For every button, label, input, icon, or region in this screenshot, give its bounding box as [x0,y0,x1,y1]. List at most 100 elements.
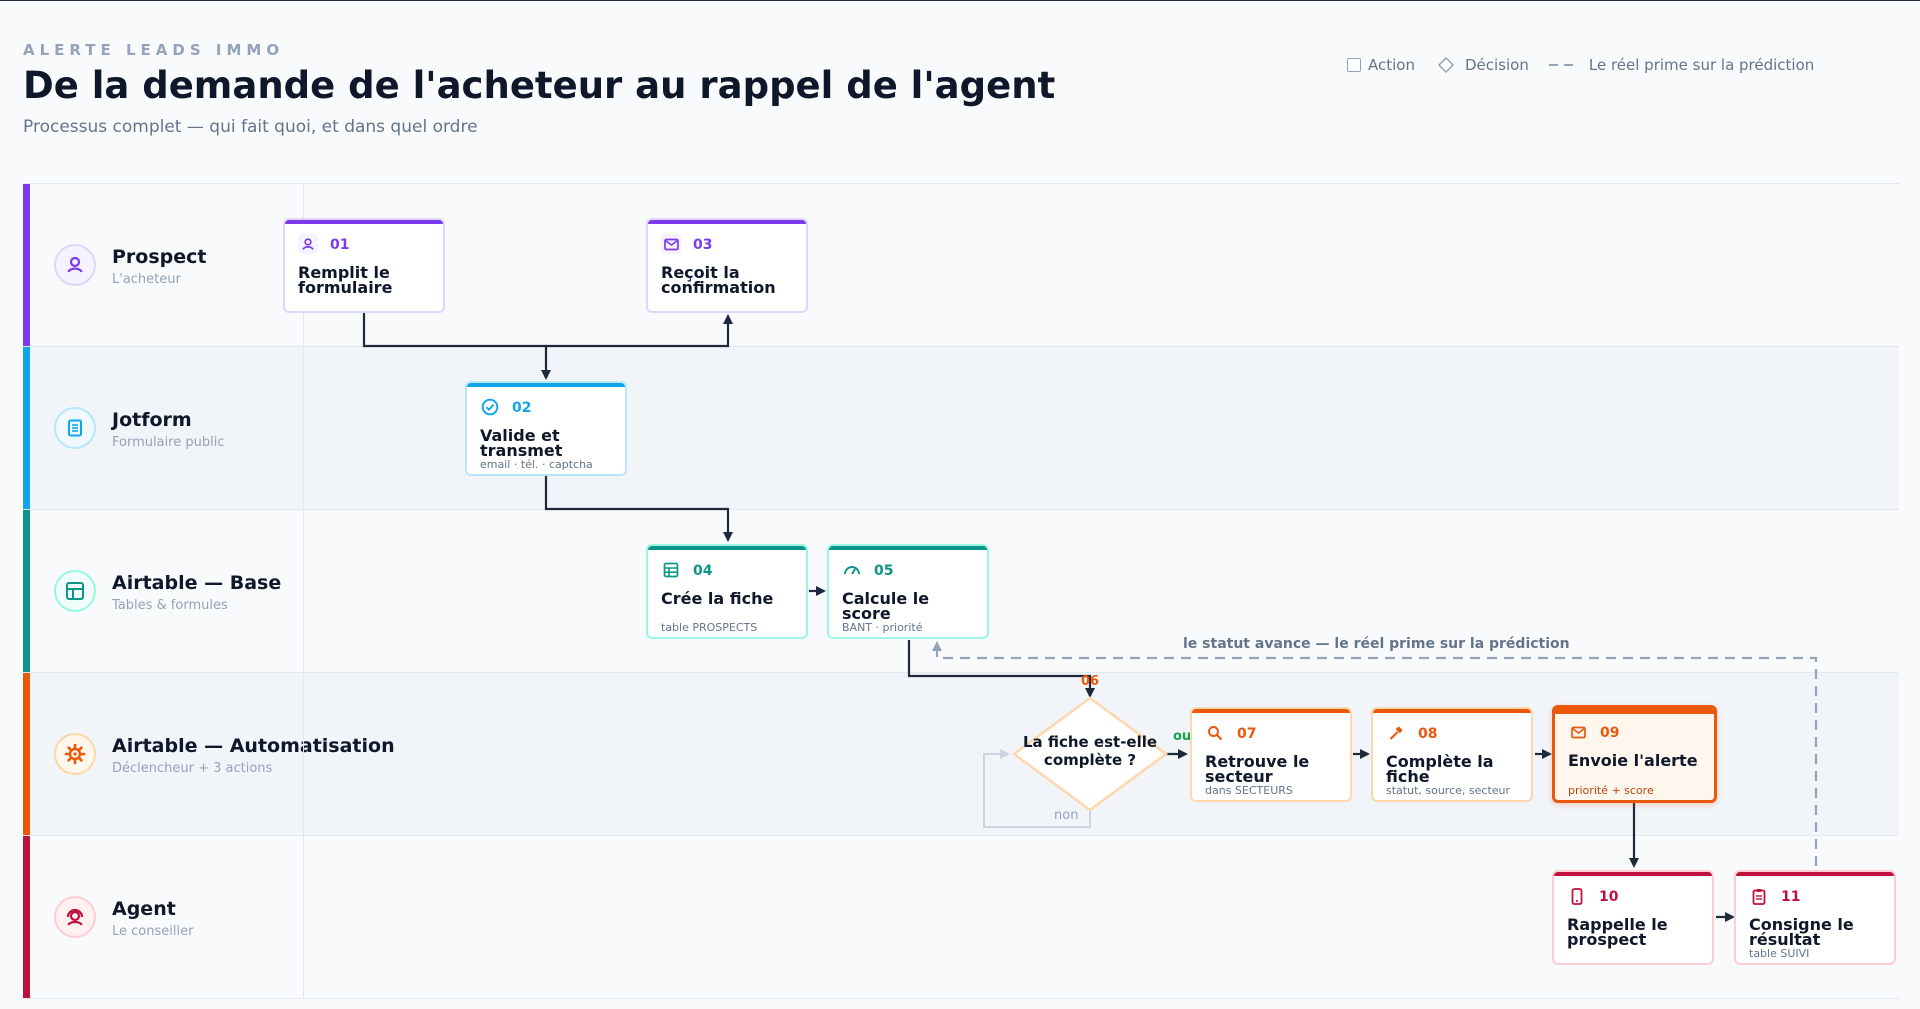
step-07-card[interactable]: 07 Retrouve le secteur dans SECTEURS [1190,707,1352,802]
connector-06-loop-non [983,749,1091,828]
gauge-icon [842,560,862,580]
step-number: 10 [1599,889,1619,905]
step-number: 09 [1600,725,1620,741]
user-icon [298,234,318,254]
user-icon [54,244,96,286]
connector-02-03 [546,314,733,348]
gear-icon [54,733,96,775]
form-icon [54,407,96,449]
step-subtitle: priorité + score [1568,784,1654,797]
step-subtitle: BANT · priorité [842,621,923,634]
step-title: Consigne le résultat [1749,915,1854,949]
page-subtitle: Processus complet — qui fait quoi, et da… [23,117,478,137]
lane-name: Airtable — Automatisation [112,735,395,757]
lane-bar [23,184,30,346]
step-number: 04 [693,563,713,579]
step-04-card[interactable]: 04 Crée la fiche table PROSPECTS [646,544,808,639]
step-subtitle: email · tél. · captcha [480,458,593,471]
bottom-rule [23,998,1899,999]
card-cap [648,546,806,550]
agent-icon [54,896,96,938]
lane-bar [23,836,30,998]
table-icon [54,570,96,612]
step-number: 11 [1781,889,1801,905]
lane-bar [23,510,30,672]
card-cap [648,220,806,224]
lane-bar [23,673,30,835]
card-cap [829,546,987,550]
decision-number: 06 [1081,674,1100,689]
dashed-line-icon [1548,64,1579,66]
step-number: 02 [512,400,532,416]
lane-name: Airtable — Base [112,572,282,594]
lane-description: Formulaire public [112,435,225,450]
lane-divider [303,673,304,835]
lane-divider [303,836,304,998]
step-subtitle: dans SECTEURS [1205,784,1293,797]
search-icon [1205,723,1225,743]
legend: Action Décision Le réel prime sur la pré… [1347,55,1814,75]
step-11-card[interactable]: 11 Consigne le résultat table SUIVI [1734,870,1896,965]
step-subtitle: statut, source, secteur [1386,784,1511,797]
step-title: Calcule le score [842,589,930,623]
step-09-card[interactable]: 09 Envoie l'alerte priorité + score [1552,705,1717,803]
page-title: De la demande de l'acheteur au rappel de… [23,64,1056,107]
step-title: Remplit le formulaire [298,263,393,297]
card-cap [1554,872,1712,876]
card-cap [1373,709,1531,713]
mail-icon [661,234,681,254]
connector-02-04 [544,476,733,542]
decision-yes-label: oui [1173,729,1196,744]
lane-description: Déclencheur + 3 actions [112,761,273,776]
step-01-card[interactable]: 01 Remplit le formulaire [283,218,445,313]
mail-icon [1568,722,1588,742]
connector-05-06 [907,640,1095,698]
step-02-card[interactable]: 02 Valide et transmet email · tél. · cap… [465,381,627,476]
card-cap [1192,709,1350,713]
feedback-dashed-connector [932,641,1818,866]
step-number: 05 [874,563,894,579]
step-number: 03 [693,237,713,253]
decision-shape-icon [1437,56,1455,74]
lane-name: Agent [112,898,176,920]
lane-name: Prospect [112,246,207,268]
card-cap [1555,708,1714,714]
decision-diamond [1011,696,1169,812]
lane-bar [23,347,30,509]
lane-description: Tables & formules [112,598,228,613]
step-subtitle: table SUIVI [1749,947,1810,960]
lane-name: Jotform [112,409,192,431]
step-title: Retrouve le secteur [1205,752,1310,786]
clipboard-icon [1749,886,1769,906]
step-10-card[interactable]: 10 Rappelle le prospect [1552,870,1714,965]
decision-no-label: non [1054,808,1079,823]
step-title: Crée la fiche [661,589,774,608]
lane-divider [303,347,304,509]
legend-action-label: Action [1368,56,1415,74]
step-title: Complète la fiche [1386,752,1494,786]
step-title: Valide et transmet [480,426,563,460]
card-cap [285,220,443,224]
phone-icon [1567,886,1587,906]
step-number: 01 [330,237,350,253]
step-title: Rappelle le prospect [1567,915,1668,949]
card-cap [467,383,625,387]
table-icon [661,560,681,580]
step-08-card[interactable]: 08 Complète la fiche statut, source, sec… [1371,707,1533,802]
lane-description: L'acheteur [112,272,181,287]
decision-question: La fiche est-elle complète ? [1022,733,1158,769]
card-cap [1736,872,1894,876]
eyebrow-label: ALERTE LEADS IMMO [23,41,285,59]
step-number: 08 [1418,726,1438,742]
step-subtitle: table PROSPECTS [661,621,758,634]
step-05-card[interactable]: 05 Calcule le score BANT · priorité [827,544,989,639]
connector-01-02 [362,313,551,380]
top-rule [0,0,1920,1]
lane-description: Le conseiller [112,924,194,939]
step-03-card[interactable]: 03 Reçoit la confirmation [646,218,808,313]
legend-decision-label: Décision [1464,56,1529,74]
hammer-icon [1386,723,1406,743]
lane-divider [303,510,304,672]
step-number: 07 [1237,726,1257,742]
